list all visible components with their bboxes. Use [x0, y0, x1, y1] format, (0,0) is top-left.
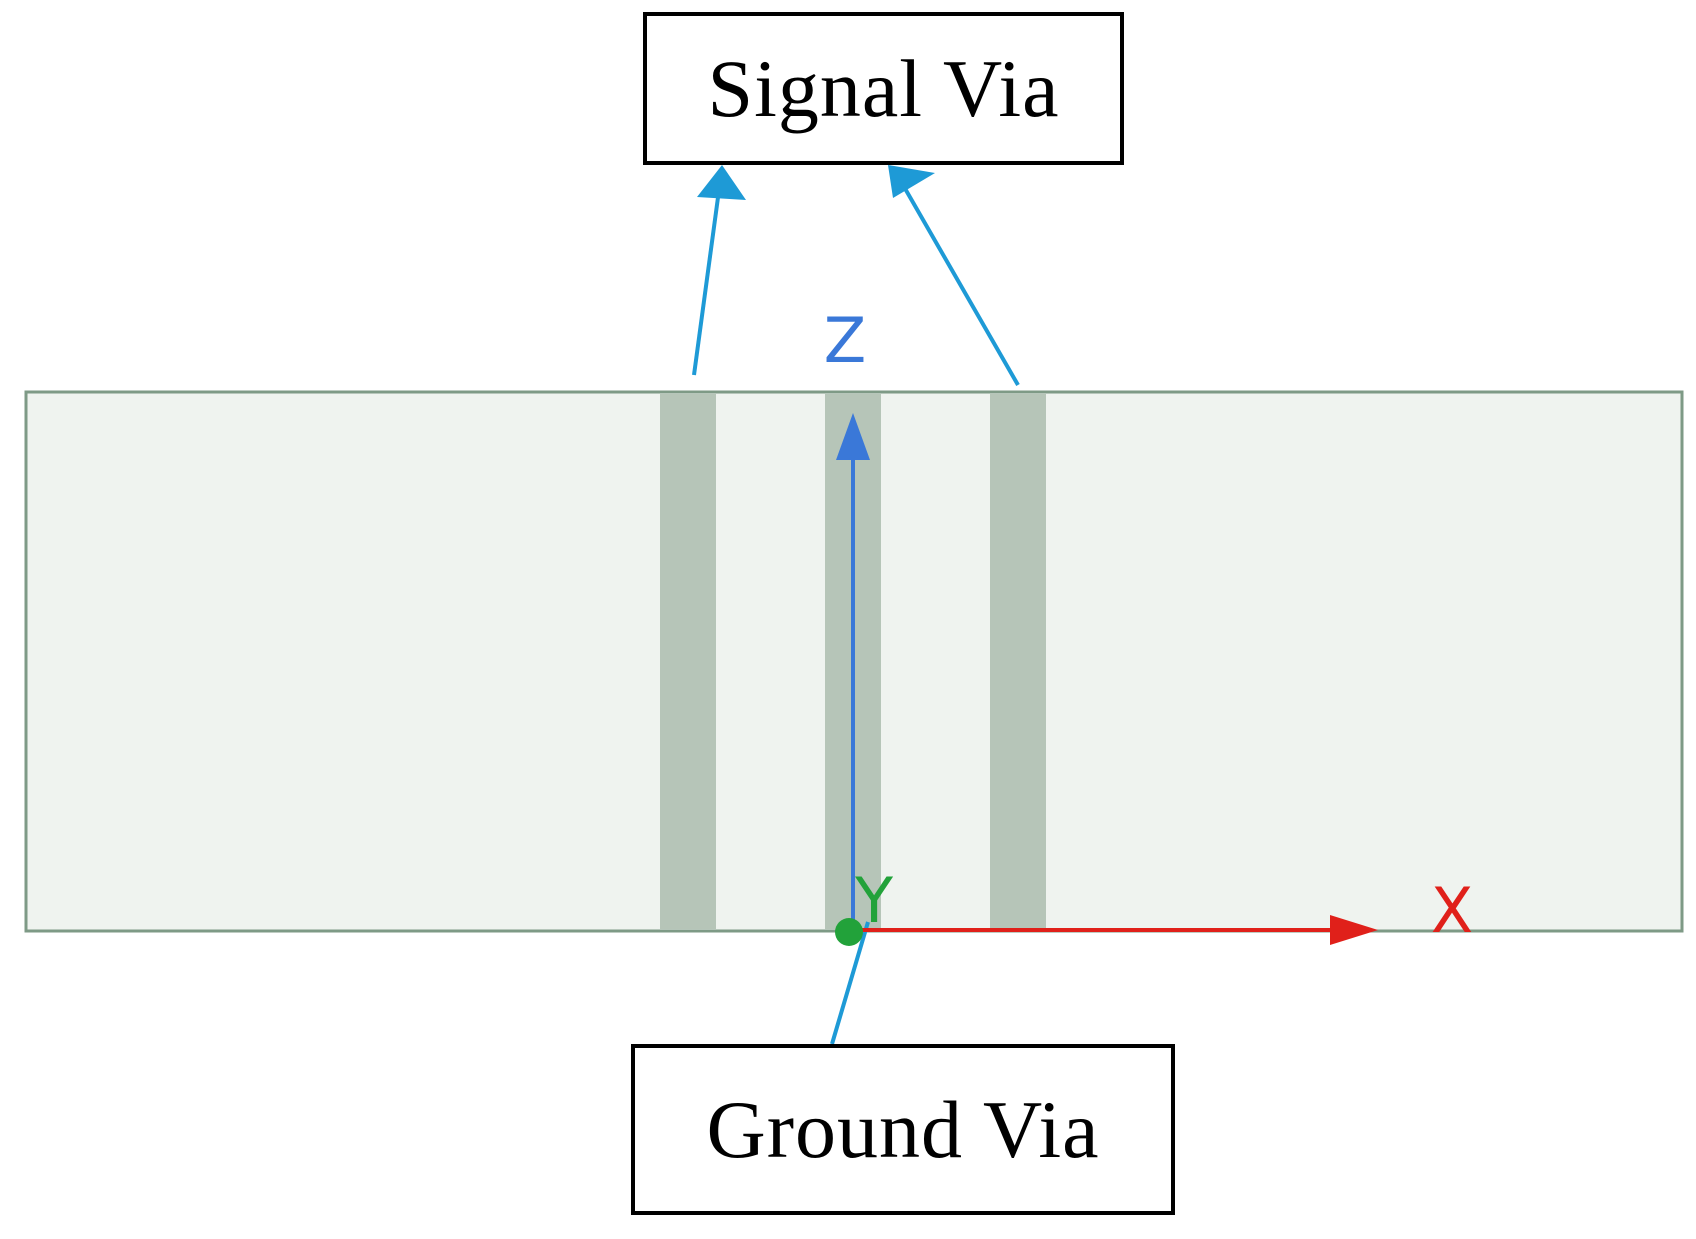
y-axis: Y [835, 864, 893, 946]
signal-via-label-box: Signal Via [643, 12, 1124, 165]
signal-via-callout-arrows [692, 165, 1020, 386]
callout-line-left [692, 189, 721, 376]
y-axis-origin-dot [835, 918, 863, 946]
callout-line-right [901, 184, 1020, 386]
y-axis-label: Y [854, 864, 893, 937]
x-axis: X [853, 874, 1473, 947]
callout-arrowhead-right [888, 165, 935, 198]
ground-via-label: Ground Via [706, 1083, 1100, 1175]
signal-via-right [990, 394, 1046, 929]
callout-arrowhead-left [697, 165, 746, 200]
z-axis-arrowhead [836, 413, 870, 460]
x-axis-label: X [1431, 874, 1473, 947]
ground-via-label-box: Ground Via [631, 1044, 1175, 1215]
signal-via-label: Signal Via [707, 42, 1060, 134]
z-axis-label: Z [824, 304, 866, 377]
ground-via-callout-line [830, 921, 870, 1045]
x-axis-arrowhead [1330, 915, 1378, 945]
signal-via-left [660, 394, 716, 929]
z-axis: Z [824, 304, 870, 930]
